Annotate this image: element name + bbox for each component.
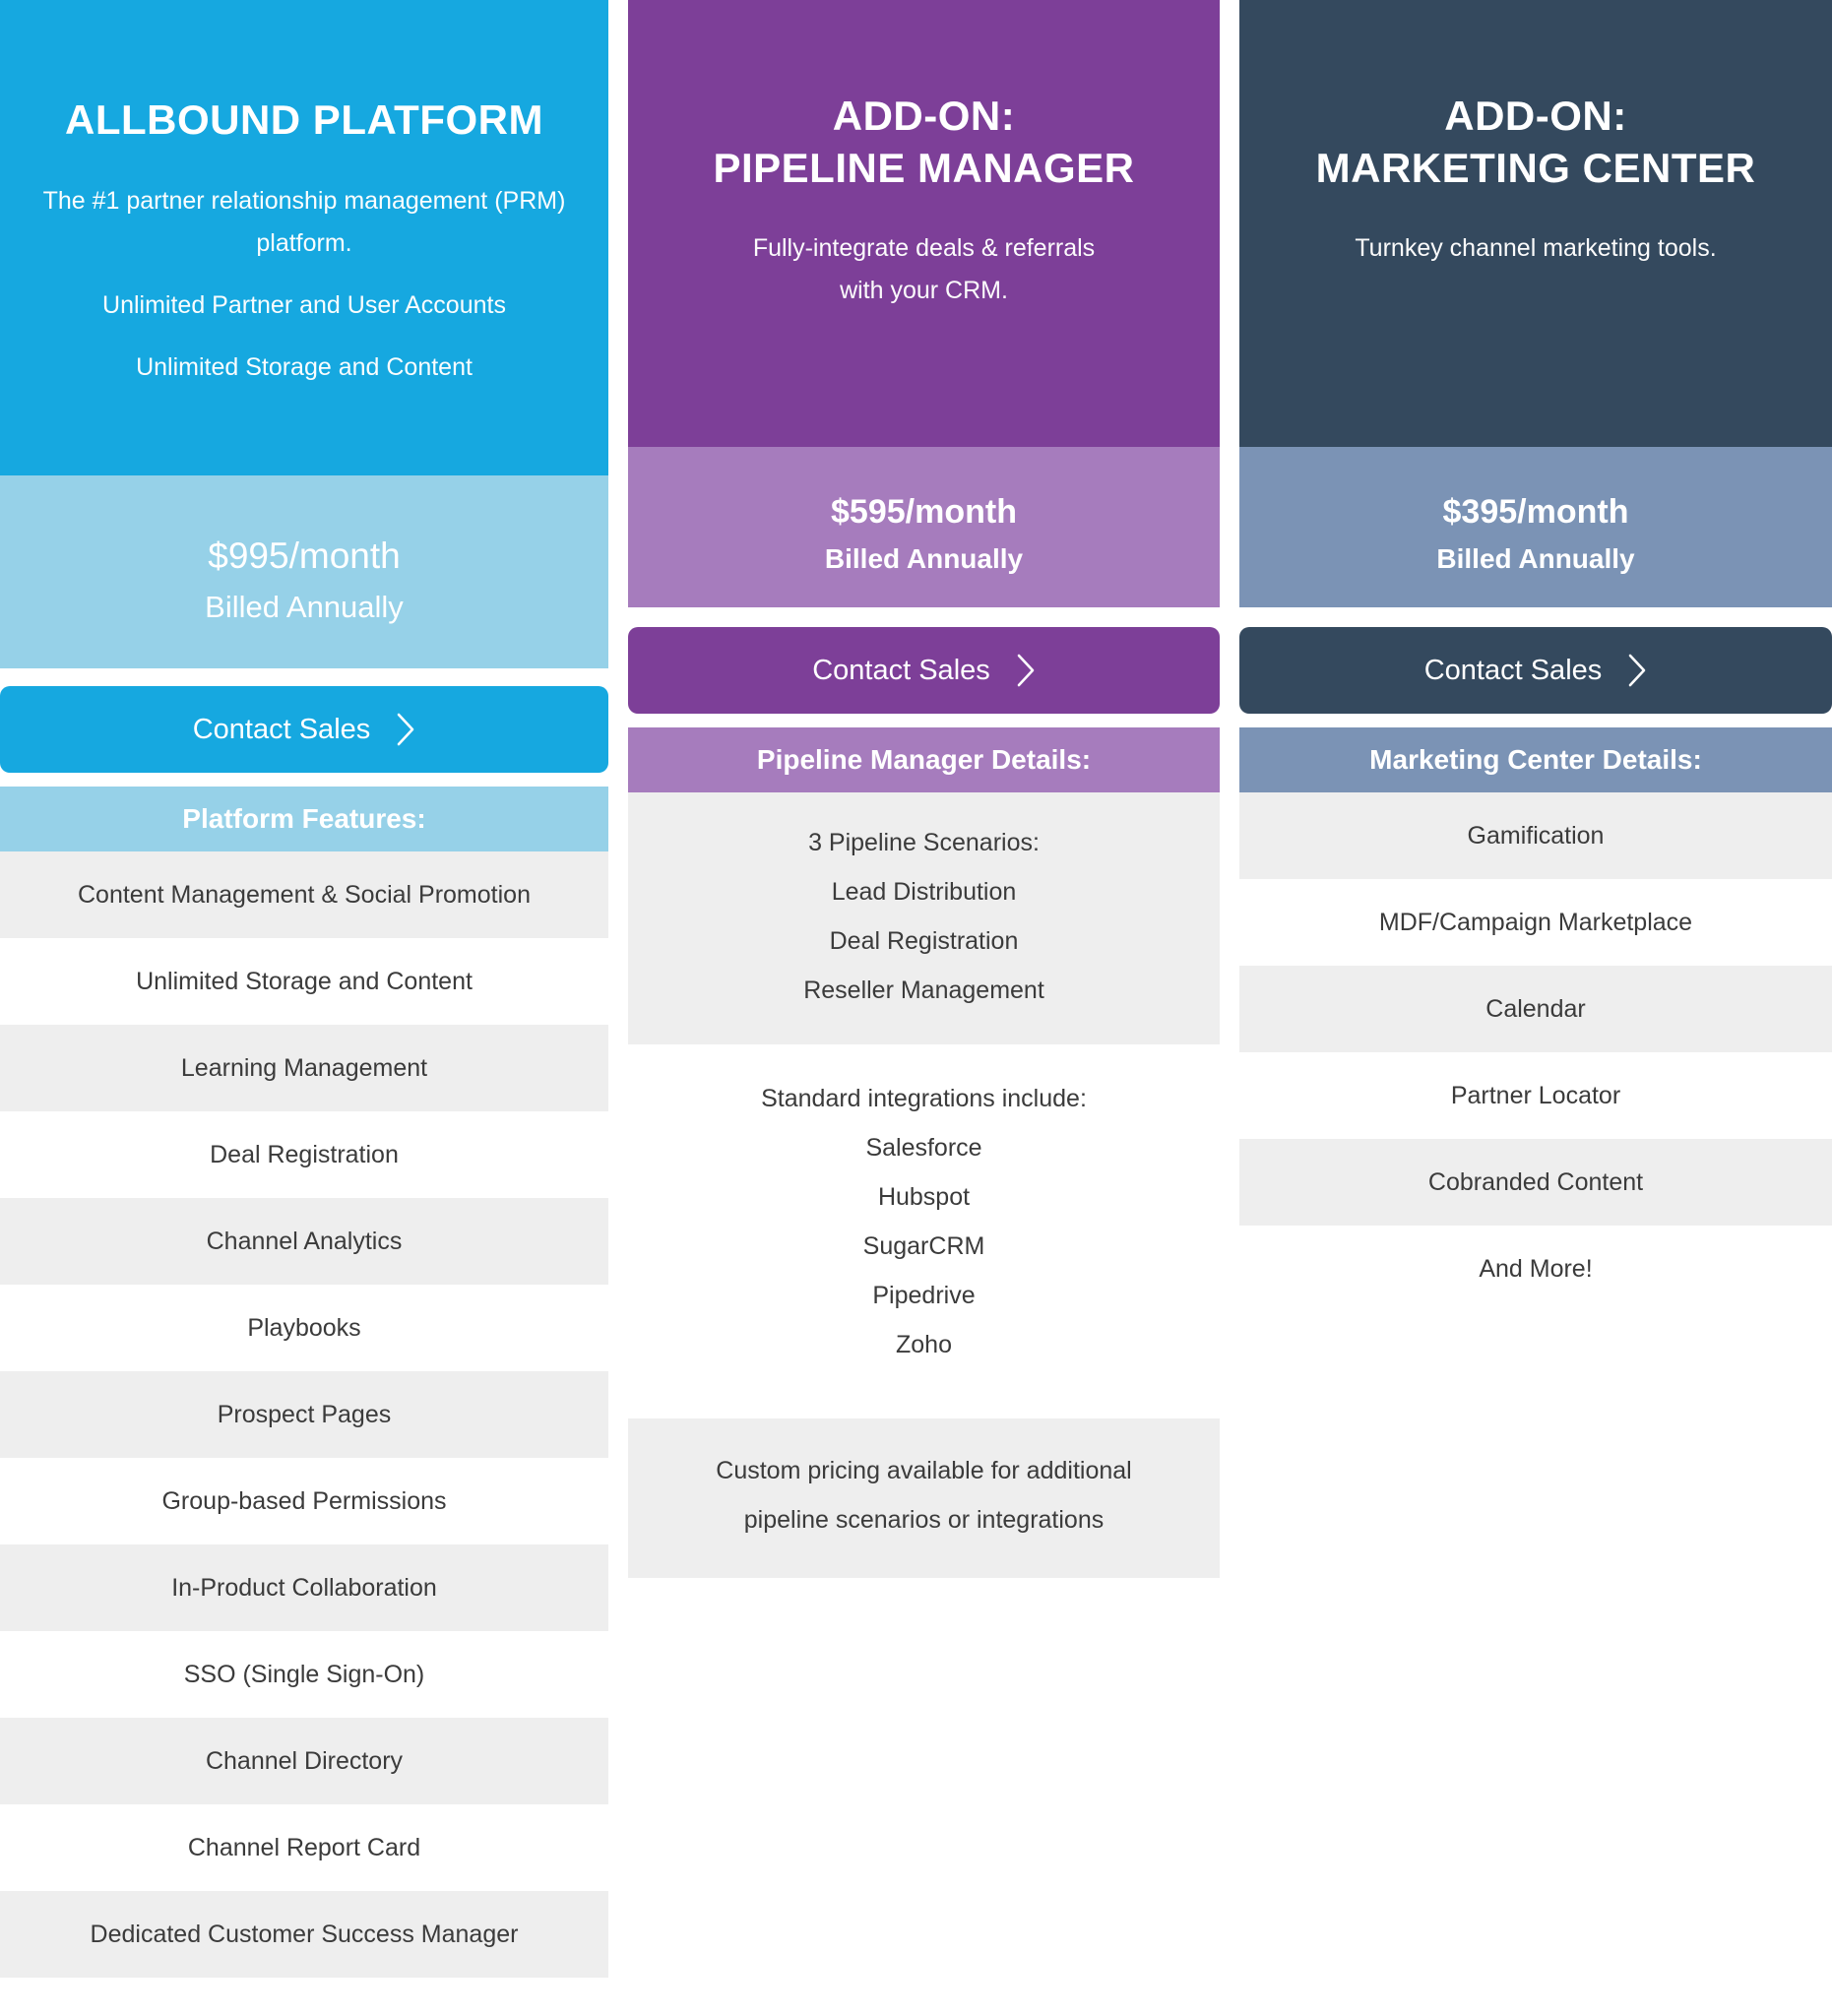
feature-row: Content Management & Social Promotion [0,851,608,938]
feature-row: Calendar [1239,966,1832,1052]
feature-row: Group-based Permissions [0,1458,608,1544]
platform-title: ALLBOUND PLATFORM [30,94,579,147]
marketing-details-header: Marketing Center Details: [1239,727,1832,792]
pipeline-integrations-heading: Standard integrations include: [761,1085,1087,1112]
platform-price-band: $995/month Billed Annually [0,475,608,668]
feature-row: Channel Analytics [0,1198,608,1285]
pipeline-billing-note: Billed Annually [824,543,1024,575]
pipeline-integrations-block: Standard integrations include: Salesforc… [628,1044,1220,1397]
pipeline-integration-item: Pipedrive [872,1282,976,1309]
chevron-right-icon [1627,654,1647,687]
pipeline-integration-item: Salesforce [865,1134,982,1162]
platform-header: ALLBOUND PLATFORM The #1 partner relatio… [0,0,608,475]
contact-sales-label-platform: Contact Sales [192,713,371,745]
contact-sales-button-pipeline[interactable]: Contact Sales [628,627,1220,714]
pipeline-integration-item: SugarCRM [862,1232,985,1260]
feature-row: Gamification [1239,792,1832,879]
platform-title-line: ALLBOUND PLATFORM [65,96,543,143]
feature-row: MDF/Campaign Marketplace [1239,879,1832,966]
feature-row: Dedicated Customer Success Manager [0,1891,608,1978]
pipeline-note-line-1: Custom pricing available for additional [716,1457,1132,1484]
pipeline-scenarios-heading: 3 Pipeline Scenarios: [808,829,1040,856]
feature-row: Learning Management [0,1025,608,1111]
contact-sales-label-marketing: Contact Sales [1423,654,1603,686]
marketing-price-band: $395/month Billed Annually [1239,447,1832,607]
marketing-price: $395/month [1442,493,1629,531]
pipeline-scenario-item: Reseller Management [803,976,1044,1004]
feature-row: Channel Report Card [0,1804,608,1891]
platform-price: $995/month [208,536,401,576]
marketing-billing-note: Billed Annually [1436,543,1635,575]
pipeline-custom-pricing-note: Custom pricing available for additional … [628,1418,1220,1578]
marketing-subtitle: Turnkey channel marketing tools. [1269,227,1802,270]
marketing-feature-list: Gamification MDF/Campaign Marketplace Ca… [1239,792,1832,1312]
pipeline-header: ADD-ON: PIPELINE MANAGER Fully-integrate… [628,0,1220,447]
chevron-right-icon [1016,654,1036,687]
platform-features-header: Platform Features: [0,787,608,851]
pipeline-integration-item: Zoho [896,1331,952,1358]
feature-row: Playbooks [0,1285,608,1371]
platform-billing-note: Billed Annually [205,590,404,625]
platform-subtitle-extra-2: Unlimited Storage and Content [136,352,473,381]
feature-row: Unlimited Storage and Content [0,938,608,1025]
feature-row: And More! [1239,1226,1832,1312]
feature-row: Prospect Pages [0,1371,608,1458]
pipeline-price-band: $595/month Billed Annually [628,447,1220,607]
pipeline-title: ADD-ON: PIPELINE MANAGER [658,91,1190,194]
feature-row: In-Product Collaboration [0,1544,608,1631]
pipeline-title-line-2: PIPELINE MANAGER [713,144,1135,191]
marketing-header: ADD-ON: MARKETING CENTER Turnkey channel… [1239,0,1832,447]
feature-row: Partner Locator [1239,1052,1832,1139]
platform-feature-list: Content Management & Social Promotion Un… [0,851,608,1978]
pipeline-subtitle: Fully-integrate deals & referrals with y… [658,227,1190,312]
plan-column-pipeline: ADD-ON: PIPELINE MANAGER Fully-integrate… [628,0,1220,1578]
pipeline-subtitle-line-1: Fully-integrate deals & referrals [752,234,1096,262]
contact-sales-button-marketing[interactable]: Contact Sales [1239,627,1832,714]
pipeline-scenarios-block: 3 Pipeline Scenarios: Lead Distribution … [628,792,1220,1044]
platform-subtitle-extra-1: Unlimited Partner and User Accounts [102,290,506,319]
spacer [30,327,579,346]
marketing-title: ADD-ON: MARKETING CENTER [1269,91,1802,194]
chevron-right-icon [396,713,415,746]
plan-column-platform: ALLBOUND PLATFORM The #1 partner relatio… [0,0,608,1978]
plan-column-marketing: ADD-ON: MARKETING CENTER Turnkey channel… [1239,0,1832,1312]
feature-row: Cobranded Content [1239,1139,1832,1226]
platform-subtitle-line-1: The #1 partner relationship management (… [42,186,566,215]
pipeline-subtitle-line-2: with your CRM. [840,277,1008,304]
pipeline-title-line-1: ADD-ON: [832,93,1016,139]
contact-sales-label-pipeline: Contact Sales [812,654,990,686]
platform-subtitle-line-2: platform. [256,228,352,257]
pipeline-scenario-item: Lead Distribution [831,878,1017,906]
marketing-title-line-2: MARKETING CENTER [1315,144,1756,191]
pipeline-price: $595/month [831,493,1017,531]
marketing-title-line-1: ADD-ON: [1444,93,1627,139]
pipeline-details-header: Pipeline Manager Details: [628,727,1220,792]
feature-row: Channel Directory [0,1718,608,1804]
marketing-subtitle-line-1: Turnkey channel marketing tools. [1355,234,1717,262]
contact-sales-button-platform[interactable]: Contact Sales [0,686,608,773]
platform-subtitle: The #1 partner relationship management (… [30,180,579,389]
feature-row: SSO (Single Sign-On) [0,1631,608,1718]
pipeline-note-line-2: pipeline scenarios or integrations [743,1506,1105,1534]
spacer [30,265,579,284]
feature-row: Deal Registration [0,1111,608,1198]
pipeline-integration-item: Hubspot [877,1183,971,1211]
pipeline-scenario-item: Deal Registration [829,927,1019,955]
